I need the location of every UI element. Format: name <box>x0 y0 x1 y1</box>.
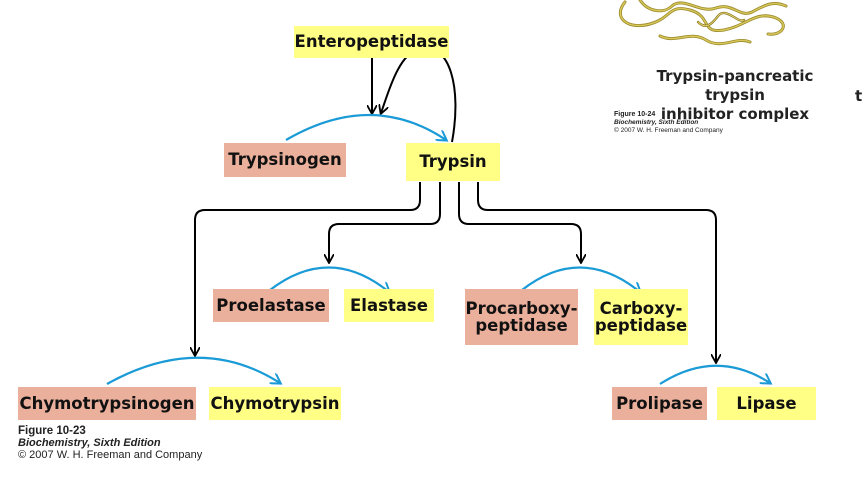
trypsinogen-box: Trypsinogen <box>224 143 346 177</box>
procarboxypeptidase-box: Procarboxy- peptidase <box>465 289 578 345</box>
procarboxypeptidase-activation-arrow <box>521 266 640 292</box>
prolipase-activation-arrow <box>659 364 770 385</box>
copyright: © 2007 W. H. Freeman and Company <box>614 126 723 134</box>
figure-label: Figure 10-24 <box>614 111 656 118</box>
trypsin-autocatalysis-arrow <box>381 46 457 143</box>
chymotrypsinogen-box: Chymotrypsinogen <box>18 387 196 420</box>
complex-title: Trypsin-pancreatic trypsin inhibitor com… <box>656 67 814 123</box>
trypsin-box: Trypsin <box>406 143 500 181</box>
book-title: Biochemistry, Sixth Edition <box>614 119 699 127</box>
figure-label: Figure 10-23 <box>18 425 86 437</box>
arrow-to-procarboxypeptidase-branch <box>458 182 581 262</box>
chymotrypsinogen-activation-arrow <box>106 356 280 385</box>
arrow-to-chymotrypsinogen <box>195 182 421 355</box>
figure-10-24-caption: Figure 10-24 Biochemistry, Sixth Edition… <box>614 111 723 134</box>
book-title: Biochemistry, Sixth Edition <box>18 437 161 449</box>
arrow-to-proelastase-branch <box>329 182 441 262</box>
trypsinogen-activation-arrow <box>285 113 446 140</box>
clipped-text: t <box>855 87 863 105</box>
prolipase-box: Prolipase <box>612 387 707 420</box>
carboxypeptidase-box: Carboxy- peptidase <box>594 289 688 345</box>
chymotrypsin-box: Chymotrypsin <box>209 387 341 420</box>
proelastase-box: Proelastase <box>213 289 329 322</box>
elastase-box: Elastase <box>344 289 434 322</box>
figure-10-23-caption: Figure 10-23 Biochemistry, Sixth Edition… <box>18 425 202 461</box>
lipase-box: Lipase <box>717 387 816 420</box>
proelastase-activation-arrow <box>269 266 389 292</box>
enteropeptidase-box: Enteropeptidase <box>294 26 449 58</box>
copyright: © 2007 W. H. Freeman and Company <box>18 449 203 461</box>
arrow-to-prolipase <box>477 182 716 362</box>
protein-complex-ribbon-image <box>618 0 788 46</box>
